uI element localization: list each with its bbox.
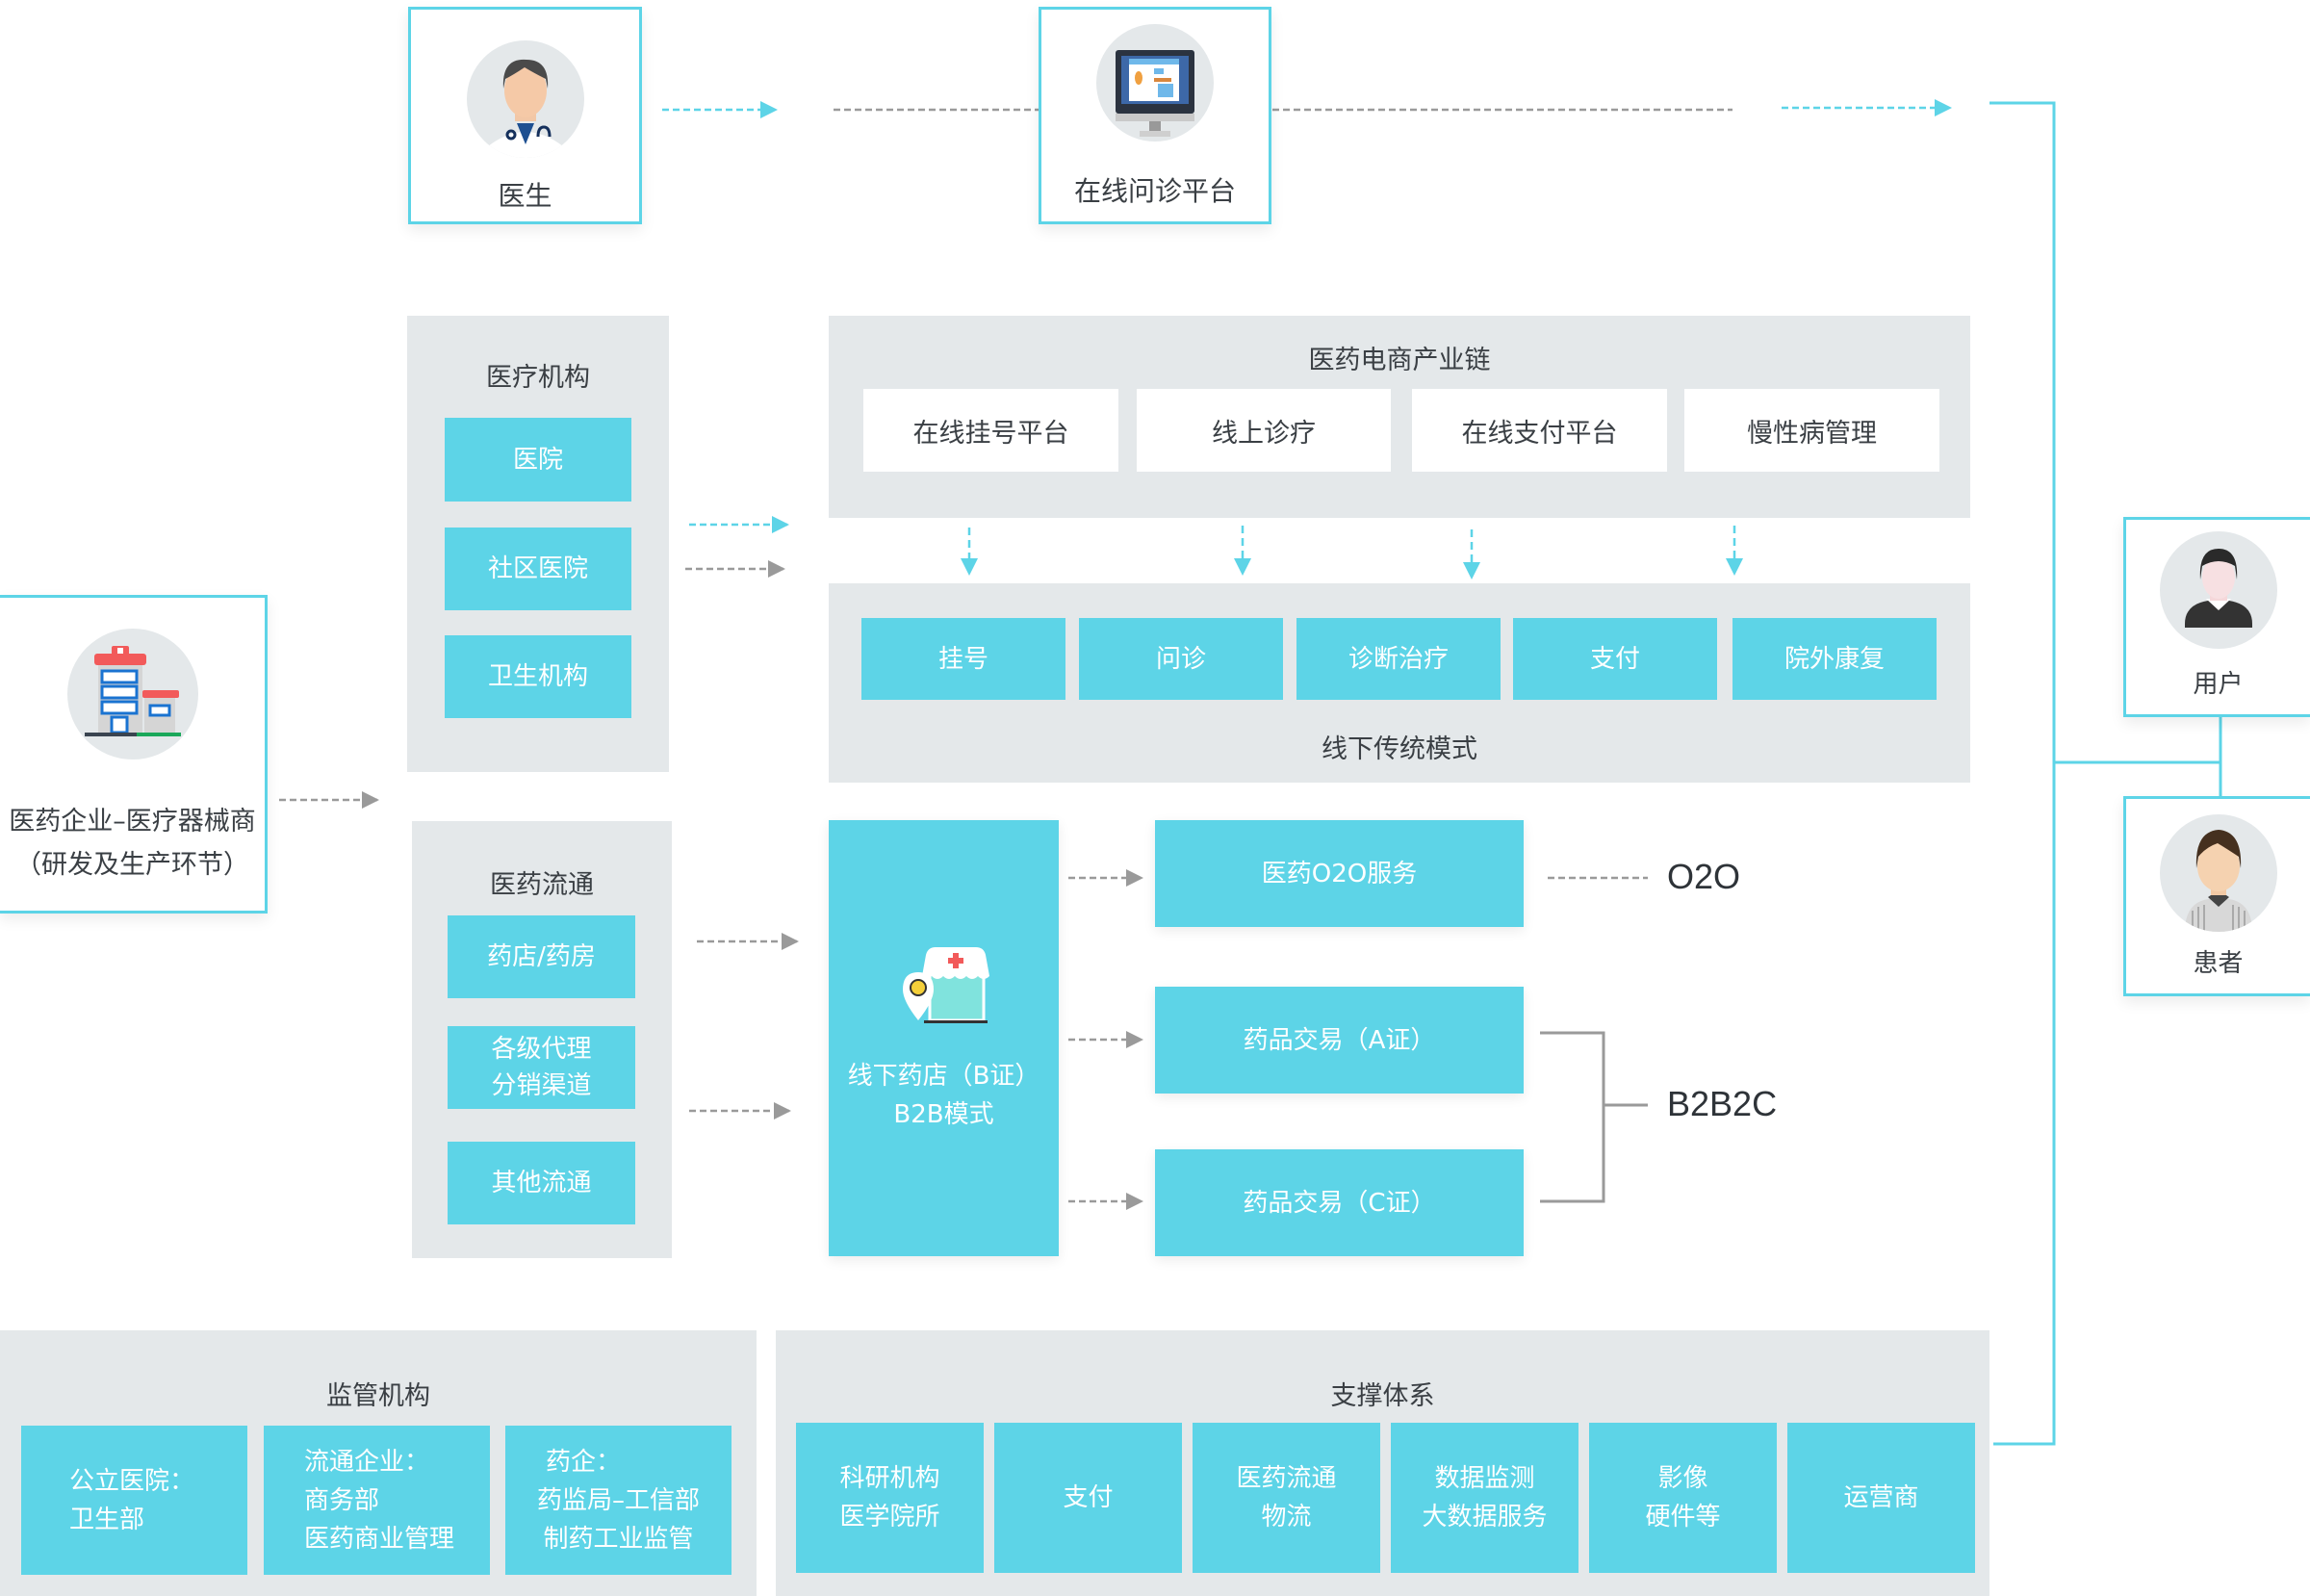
support-item-payment[interactable]: 支付 — [994, 1423, 1182, 1573]
support-system-panel: 支撑体系 科研机构 医学院所 支付 医药流通 物流 数据监测 大数据服务 影像 … — [776, 1330, 1989, 1596]
regulatory-item-public-hospital[interactable]: 公立医院： 卫生部 — [21, 1426, 247, 1575]
enterprise-line1: 医药企业–医疗器械商 — [9, 807, 256, 837]
doctor-label: 医生 — [498, 180, 552, 212]
o2o-model-label: O2O — [1667, 857, 1741, 896]
chain-item-online-payment[interactable]: 在线支付平台 — [1412, 389, 1667, 472]
support-item-line: 运营商 — [1843, 1483, 1919, 1512]
medical-institutions-panel: 医疗机构 医院 社区医院 卫生机构 — [407, 316, 669, 772]
chain-item-online-diagnosis[interactable]: 线上诊疗 — [1137, 389, 1391, 472]
trade-c-box[interactable]: 药品交易（C证） — [1155, 1149, 1524, 1256]
chain-panel-title: 医药电商产业链 — [1308, 346, 1491, 375]
doctor-card[interactable]: 医生 — [408, 7, 642, 224]
circulation-item-agents-line2: 分销渠道 — [491, 1071, 592, 1100]
chain-item-chronic-disease[interactable]: 慢性病管理 — [1684, 389, 1939, 472]
medical-item-hospital[interactable]: 医院 — [445, 418, 631, 502]
circulation-panel-title: 医药流通 — [490, 870, 594, 900]
support-item-line: 物流 — [1261, 1503, 1312, 1532]
support-item-line: 影像 — [1657, 1464, 1708, 1493]
regulatory-item-line: 公立医院： — [69, 1466, 195, 1496]
trad-item-rehab[interactable]: 院外康复 — [1732, 618, 1937, 700]
support-item-line: 科研机构 — [839, 1464, 940, 1493]
trad-item-registration[interactable]: 挂号 — [861, 618, 1065, 700]
trade-a-box[interactable]: 药品交易（A证） — [1155, 987, 1524, 1094]
user-card[interactable]: 用户 — [2123, 517, 2310, 717]
user-label: 用户 — [2193, 670, 2244, 699]
regulatory-item-line: 药企： — [546, 1447, 622, 1477]
patient-label: 患者 — [2193, 949, 2244, 978]
online-consult-label: 在线问诊平台 — [1073, 175, 1236, 207]
pharmacy-line2: B2B模式 — [893, 1100, 994, 1129]
trad-item-consultation[interactable]: 问诊 — [1079, 618, 1283, 700]
medical-panel-title: 医疗机构 — [486, 363, 590, 393]
patient-card[interactable]: 患者 — [2123, 796, 2310, 996]
regulatory-item-circulation[interactable]: 流通企业： 商务部 医药商业管理 — [264, 1426, 490, 1575]
b2b2c-bracket — [1540, 1031, 1605, 1203]
user-avatar-icon — [2159, 531, 2277, 649]
regulatory-panel: 监管机构 公立医院： 卫生部 流通企业： 商务部 医药商业管理 药企： 药监局–… — [0, 1330, 757, 1596]
support-item-line: 医学院所 — [839, 1503, 940, 1532]
online-consult-card[interactable]: 在线问诊平台 — [1039, 7, 1271, 224]
regulatory-panel-title: 监管机构 — [326, 1381, 430, 1411]
regulatory-item-line: 流通企业： — [304, 1447, 430, 1477]
enterprise-line2: （研发及生产环节） — [15, 850, 249, 880]
support-item-logistics[interactable]: 医药流通 物流 — [1193, 1423, 1380, 1573]
pharmacy-store-icon — [891, 943, 997, 1030]
patient-avatar-icon — [2159, 814, 2277, 932]
doctor-avatar-icon — [466, 40, 584, 158]
chain-item-online-registration[interactable]: 在线挂号平台 — [863, 389, 1118, 472]
circulation-item-pharmacy-label: 药店/药房 — [487, 942, 596, 971]
users-bracket-line — [1989, 101, 2056, 1446]
monitor-icon — [1096, 24, 1214, 142]
support-item-line: 医药流通 — [1236, 1464, 1337, 1493]
circulation-item-other-label: 其他流通 — [491, 1169, 592, 1197]
trad-item-payment[interactable]: 支付 — [1513, 618, 1717, 700]
support-panel-title: 支撑体系 — [1330, 1381, 1435, 1411]
regulatory-item-line: 药监局–工信部 — [536, 1485, 700, 1515]
enterprise-card[interactable]: 医药企业–医疗器械商 （研发及生产环节） — [0, 595, 268, 914]
support-item-operators[interactable]: 运营商 — [1787, 1423, 1975, 1573]
ecommerce-chain-panel: 医药电商产业链 在线挂号平台 线上诊疗 在线支付平台 慢性病管理 — [829, 316, 1970, 518]
circulation-item-agents-line1: 各级代理 — [491, 1035, 592, 1064]
support-item-line: 硬件等 — [1645, 1503, 1721, 1532]
support-item-line: 大数据服务 — [1422, 1503, 1548, 1532]
support-item-imaging[interactable]: 影像 硬件等 — [1589, 1423, 1777, 1573]
trad-item-diagnosis[interactable]: 诊断治疗 — [1296, 618, 1501, 700]
o2o-service-box[interactable]: 医药O2O服务 — [1155, 820, 1524, 927]
medical-item-health-org[interactable]: 卫生机构 — [445, 635, 631, 718]
regulatory-item-line: 卫生部 — [69, 1505, 145, 1534]
regulatory-item-line: 商务部 — [304, 1485, 380, 1515]
support-item-research[interactable]: 科研机构 医学院所 — [796, 1423, 984, 1573]
support-item-line: 数据监测 — [1434, 1464, 1535, 1493]
support-item-big-data[interactable]: 数据监测 大数据服务 — [1391, 1423, 1578, 1573]
circulation-item-other[interactable]: 其他流通 — [448, 1142, 635, 1224]
hospital-building-icon — [66, 629, 198, 759]
offline-traditional-panel: 挂号 问诊 诊断治疗 支付 院外康复 线下传统模式 — [829, 583, 1970, 783]
regulatory-item-pharma[interactable]: 药企： 药监局–工信部 制药工业监管 — [505, 1426, 732, 1575]
circulation-item-agents[interactable]: 各级代理 分销渠道 — [448, 1026, 635, 1109]
b2b2c-model-label: B2B2C — [1667, 1084, 1778, 1123]
circulation-panel: 医药流通 药店/药房 各级代理 分销渠道 其他流通 — [412, 821, 672, 1258]
offline-pharmacy-card[interactable]: 线下药店（B证） B2B模式 — [829, 820, 1059, 1256]
regulatory-item-line: 医药商业管理 — [304, 1524, 455, 1554]
medical-item-community-hospital[interactable]: 社区医院 — [445, 528, 631, 610]
circulation-item-pharmacy[interactable]: 药店/药房 — [448, 915, 635, 998]
traditional-panel-title: 线下传统模式 — [1322, 734, 1477, 764]
pharmacy-line1: 线下药店（B证） — [847, 1062, 1040, 1091]
regulatory-item-line: 制药工业监管 — [543, 1524, 694, 1554]
support-item-line: 支付 — [1063, 1483, 1114, 1512]
